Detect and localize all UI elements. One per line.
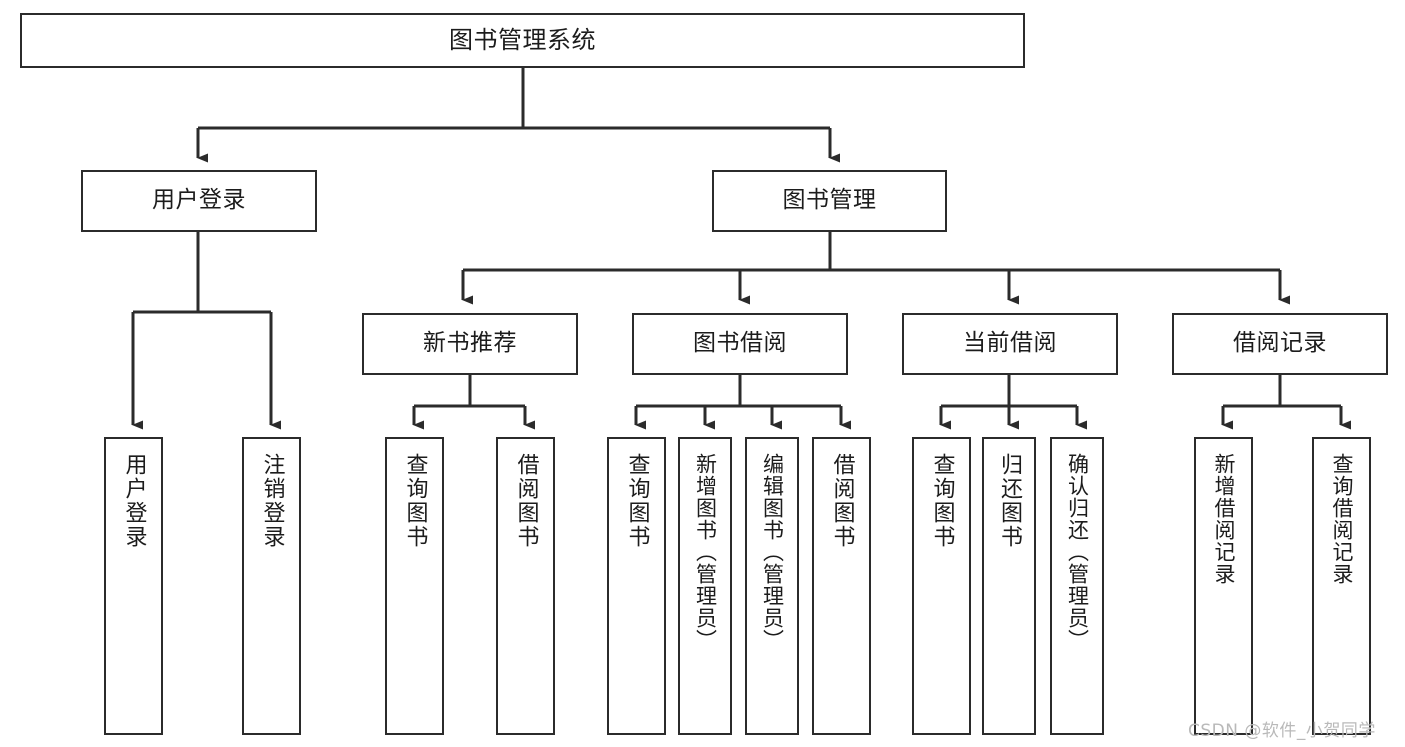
node-leaf-edit-book-admin[interactable]: 编辑图书（管理员）: [745, 437, 799, 735]
node-label: 查询图书: [624, 453, 650, 549]
node-label: 查询图书: [929, 453, 955, 549]
node-leaf-confirm-return-admin[interactable]: 确认归还（管理员）: [1050, 437, 1104, 735]
node-label: 用户登录: [152, 187, 246, 214]
node-root-system[interactable]: 图书管理系统: [20, 13, 1025, 68]
node-leaf-user-login[interactable]: 用户登录: [104, 437, 163, 735]
node-leaf-query-book-2[interactable]: 查询图书: [607, 437, 666, 735]
node-label: 新增借阅记录: [1212, 453, 1236, 585]
node-borrow-record[interactable]: 借阅记录: [1172, 313, 1388, 375]
node-label: 图书管理: [782, 187, 877, 214]
node-label: 新书推荐: [423, 330, 517, 357]
node-label: 借阅图书: [829, 453, 855, 549]
node-leaf-add-book-admin[interactable]: 新增图书（管理员）: [678, 437, 732, 735]
node-label: 用户登录: [121, 453, 147, 549]
node-leaf-borrow-book-2[interactable]: 借阅图书: [812, 437, 871, 735]
node-leaf-borrow-book-1[interactable]: 借阅图书: [496, 437, 555, 735]
node-label: 查询图书: [402, 453, 428, 549]
node-label: 编辑图书（管理员）: [760, 453, 785, 651]
node-label: 查询借阅记录: [1330, 453, 1354, 585]
node-leaf-query-book-1[interactable]: 查询图书: [385, 437, 444, 735]
node-new-book-recommend[interactable]: 新书推荐: [362, 313, 578, 375]
node-label: 图书借阅: [693, 330, 787, 357]
node-leaf-return-book[interactable]: 归还图书: [982, 437, 1036, 735]
node-leaf-query-book-3[interactable]: 查询图书: [912, 437, 971, 735]
node-label: 确认归还（管理员）: [1065, 453, 1090, 651]
node-label: 当前借阅: [963, 330, 1057, 357]
node-label: 注销登录: [259, 453, 285, 549]
node-current-borrow[interactable]: 当前借阅: [902, 313, 1118, 375]
node-label: 借阅图书: [513, 453, 539, 549]
node-label: 图书管理系统: [449, 26, 596, 55]
node-leaf-query-borrow-record[interactable]: 查询借阅记录: [1312, 437, 1371, 735]
node-leaf-logout-login[interactable]: 注销登录: [242, 437, 301, 735]
node-label: 借阅记录: [1233, 330, 1327, 357]
node-book-borrow[interactable]: 图书借阅: [632, 313, 848, 375]
node-leaf-add-borrow-record[interactable]: 新增借阅记录: [1194, 437, 1253, 735]
node-user-login[interactable]: 用户登录: [81, 170, 317, 232]
csdn-watermark: CSDN @软件_小贺同学: [1188, 721, 1376, 741]
node-label: 归还图书: [997, 453, 1022, 549]
node-label: 新增图书（管理员）: [693, 453, 718, 651]
node-book-management[interactable]: 图书管理: [712, 170, 947, 232]
